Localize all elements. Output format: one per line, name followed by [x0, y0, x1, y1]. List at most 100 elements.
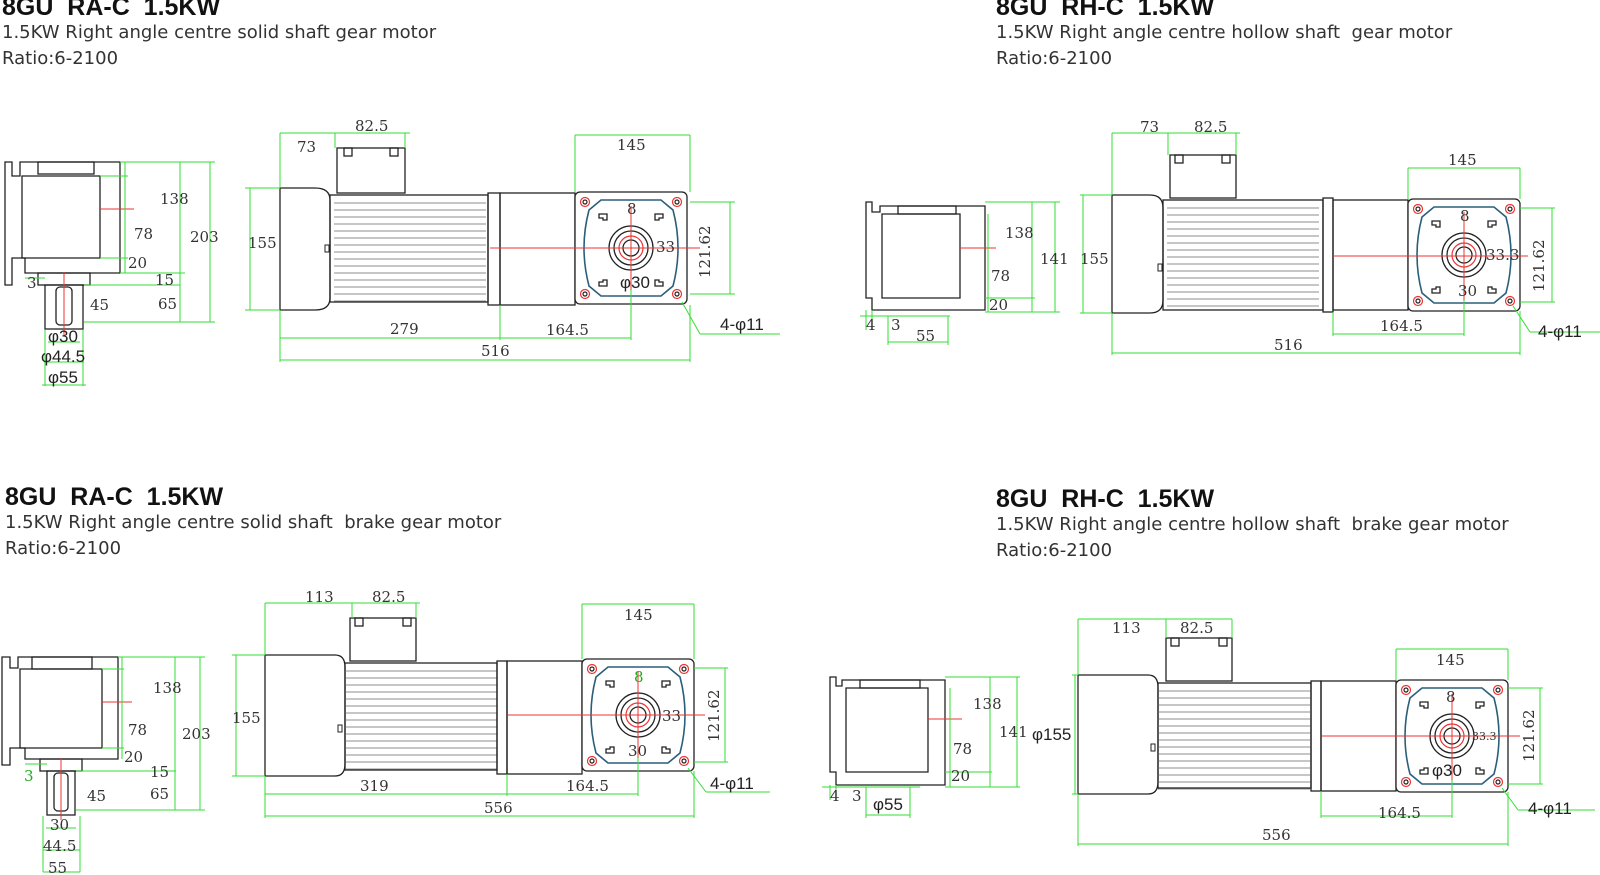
dim-label: 4-φ11 — [710, 774, 754, 793]
model-subtitle: 1.5KW Right angle centre hollow shaft ge… — [996, 22, 1453, 43]
dim-label: 121.62 — [696, 226, 714, 279]
dim-label: 4 — [830, 787, 840, 805]
dim-label: 30 — [1458, 282, 1477, 300]
dim-label: 145 — [617, 136, 646, 154]
dim-label: 33.3 — [1472, 730, 1497, 743]
dim-label: 15 — [155, 271, 174, 289]
front-view: 73 82.5 145 155 8 33 121.62 φ30 279 164.… — [245, 117, 780, 362]
model-title: 8GU RH-C 1.5KW — [996, 0, 1215, 21]
dim-label: 138 — [160, 190, 189, 208]
dim-label: φ55 — [48, 368, 78, 387]
front-view: 113 82.5 145 155 8 33 121.62 30 319 164.… — [232, 588, 770, 818]
side-view: 138 78 20 141 4 3 φ55 — [822, 676, 1028, 818]
dim-label: 55 — [916, 327, 935, 345]
dim-label: 78 — [134, 225, 153, 243]
dim-label: 8 — [1446, 688, 1456, 706]
drawing-rh-c: 138 78 20 141 4 3 55 — [860, 118, 1600, 355]
side-view: 138 78 20 203 3 15 45 65 φ30 φ44.5 φ55 — [4, 161, 219, 387]
dim-label: 203 — [182, 725, 211, 743]
dim-label: 78 — [128, 721, 147, 739]
dim-label: φ30 — [1432, 761, 1462, 780]
dim-label: 141 — [999, 723, 1028, 741]
header-ra-c: 8GU RA-C 1.5KW 1.5KW Right angle centre … — [2, 0, 436, 72]
model-title: 8GU RA-C 1.5KW — [5, 483, 224, 511]
model-title: 8GU RH-C 1.5KW — [996, 485, 1215, 513]
dim-label: 78 — [953, 740, 972, 758]
dim-label: 30 — [50, 816, 69, 834]
model-ratio: Ratio:6-2100 — [996, 48, 1113, 69]
dim-label: 45 — [90, 296, 109, 314]
dim-label: 55 — [48, 859, 67, 875]
dim-label: 45 — [87, 787, 106, 805]
dim-label: 3 — [852, 787, 862, 805]
dim-label: 8 — [1460, 207, 1470, 225]
dim-label: 164.5 — [546, 321, 589, 339]
drawing-ra-c: 138 78 20 203 3 15 45 65 φ30 φ44.5 φ55 — [4, 117, 780, 387]
dim-label: 4-φ11 — [720, 315, 764, 334]
dim-label: 82.5 — [372, 588, 405, 606]
header-rh-c: 8GU RH-C 1.5KW 1.5KW Right angle centre … — [996, 0, 1452, 72]
dim-label: 73 — [1140, 118, 1159, 136]
dim-label: 121.62 — [1520, 710, 1538, 763]
front-view: 73 82.5 145 155 8 33.3 121.62 30 164.5 5… — [1080, 118, 1600, 355]
dim-label: 65 — [158, 295, 177, 313]
dim-label: 82.5 — [355, 117, 388, 135]
dim-label: 113 — [1112, 619, 1141, 637]
dim-label: φ155 — [1032, 725, 1071, 744]
dim-label: 138 — [153, 679, 182, 697]
dim-label: φ30 — [48, 327, 78, 346]
dim-label: 155 — [232, 709, 261, 727]
dim-label: 121.62 — [1530, 240, 1548, 293]
dim-label: 82.5 — [1180, 619, 1213, 637]
dim-label: 4-φ11 — [1528, 799, 1572, 818]
dim-label: 44.5 — [43, 837, 76, 855]
dim-label: 164.5 — [1378, 804, 1421, 822]
dim-label: 155 — [1080, 250, 1109, 268]
dim-label: 121.62 — [705, 690, 723, 743]
front-view: 113 82.5 145 φ155 8 33.3 121.62 φ30 164.… — [1032, 618, 1595, 846]
dim-label: 3 — [27, 274, 37, 292]
dim-label: 279 — [390, 320, 419, 338]
dim-label: φ55 — [873, 795, 903, 814]
dim-label: 15 — [150, 763, 169, 781]
dim-label: 203 — [190, 228, 219, 246]
dim-label: 78 — [991, 267, 1010, 285]
dim-label: 164.5 — [1380, 317, 1423, 335]
dim-label: 4-φ11 — [1538, 322, 1582, 341]
model-ratio: Ratio:6-2100 — [2, 48, 119, 69]
dim-label: 33 — [656, 238, 675, 256]
dim-label: 516 — [481, 342, 510, 360]
dim-label: 65 — [150, 785, 169, 803]
dim-label: 33 — [662, 707, 681, 725]
header-rh-c-brake: 8GU RH-C 1.5KW 1.5KW Right angle centre … — [996, 486, 1509, 564]
dim-label: 516 — [1274, 336, 1303, 354]
model-subtitle: 1.5KW Right angle centre solid shaft gea… — [2, 22, 437, 43]
dim-label: 145 — [1436, 651, 1465, 669]
dim-label: 20 — [951, 767, 970, 785]
dim-label: 3 — [24, 767, 34, 785]
drawing-rh-c-brake: 138 78 20 141 4 3 φ55 — [822, 618, 1595, 846]
dim-label: 556 — [484, 799, 513, 817]
model-subtitle: 1.5KW Right angle centre hollow shaft br… — [996, 514, 1509, 535]
dim-label: 30 — [628, 742, 647, 760]
dim-label: 145 — [624, 606, 653, 624]
dim-label: 20 — [128, 254, 147, 272]
dim-label: 33.3 — [1486, 246, 1519, 264]
dim-label: 4 — [866, 316, 876, 334]
dim-label: 8 — [627, 200, 637, 218]
header-ra-c-brake: 8GU RA-C 1.5KW 1.5KW Right angle centre … — [5, 484, 501, 562]
model-subtitle: 1.5KW Right angle centre solid shaft bra… — [5, 512, 502, 533]
dim-label: 3 — [891, 316, 901, 334]
dim-label: φ30 — [620, 273, 650, 292]
dim-label: 141 — [1040, 250, 1069, 268]
dim-label: 82.5 — [1194, 118, 1227, 136]
dim-label: 20 — [124, 748, 143, 766]
dim-label: 319 — [360, 777, 389, 795]
side-view: 138 78 20 203 3 15 45 65 30 44.5 55 — [1, 656, 211, 875]
dim-label: 73 — [297, 138, 316, 156]
dim-label: 8 — [634, 668, 644, 686]
dim-label: 164.5 — [566, 777, 609, 795]
dim-label: 113 — [305, 588, 334, 606]
drawing-ra-c-brake: 138 78 20 203 3 15 45 65 30 44.5 55 — [1, 588, 770, 875]
